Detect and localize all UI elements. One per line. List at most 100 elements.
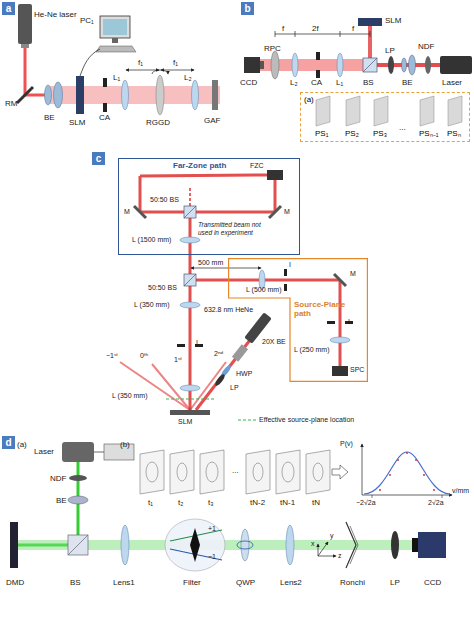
part-label: 20X BE (262, 338, 286, 346)
part-label: 50:50 BS (150, 196, 179, 204)
part-label: tN-2 (250, 498, 265, 507)
panel-letter-text: c (96, 154, 102, 164)
part-label: LP (230, 384, 239, 392)
beam-expander (232, 344, 248, 362)
laser-beam (140, 175, 340, 410)
part-label: LP (385, 46, 395, 55)
probability-plot (362, 444, 452, 498)
part-label: BS (70, 578, 81, 587)
part-label: SLM (385, 16, 401, 25)
part-label: L (500 mm) (246, 286, 282, 294)
aperture (316, 52, 320, 78)
filter (212, 80, 218, 110)
part-label: CA (311, 78, 322, 87)
part-label: Laser (34, 447, 54, 456)
part-label: f (282, 24, 284, 33)
mirror (134, 206, 346, 286)
part-label: RPC (264, 44, 281, 53)
inset-text: (a) (304, 95, 314, 104)
panel-letter-text: d (5, 438, 11, 448)
panel-letter: c (92, 152, 105, 165)
part-label: (b) (120, 440, 130, 449)
part-label: CCD (240, 78, 257, 87)
path-heading: Source-Plane path (294, 300, 364, 318)
part-label: L₁ (113, 73, 120, 82)
flow-arrow (332, 465, 348, 479)
part-label: 2f (312, 24, 319, 33)
quarter-wave-plate (237, 529, 253, 561)
part-label: y (330, 532, 334, 540)
rotating-diffuser (152, 70, 168, 115)
part-label: BE (44, 113, 55, 122)
lens (292, 53, 343, 77)
ronchi-grating (346, 522, 358, 568)
part-label: CCD (424, 578, 441, 587)
beam-splitter (184, 206, 196, 286)
rotating-plate (271, 51, 279, 79)
part-label: DMD (6, 578, 24, 587)
spatial-filter (165, 519, 225, 571)
inset-text: PS₃ (373, 129, 387, 138)
part-label: −2√2a (356, 499, 376, 507)
part-label: LP (390, 578, 400, 587)
slm (358, 18, 382, 26)
part-label: tN-1 (280, 498, 295, 507)
part-label: RGGD (146, 118, 170, 127)
inset-text: PSₙ (447, 129, 461, 138)
part-label: 2ⁿᵈ (214, 350, 223, 358)
camera (267, 170, 348, 376)
part-label: t₂ (178, 498, 183, 507)
laser (440, 56, 472, 74)
legend-text: Effective source-plane location (259, 416, 354, 423)
part-label: L (1500 mm) (132, 236, 171, 244)
part-label: 632.8 nm HeNe (204, 306, 253, 314)
part-label: Transmitted beam not used in experiment (198, 221, 270, 236)
part-label: +1 (208, 525, 216, 533)
part-label: Lens1 (113, 578, 135, 587)
panel-letter: b (241, 2, 254, 15)
part-label: L₂ (290, 78, 298, 87)
panel-letter: d (2, 436, 15, 449)
part-label: He-Ne laser (34, 10, 77, 19)
part-label: NDF (418, 42, 434, 51)
slm (170, 410, 210, 415)
diffraction-orders (120, 362, 226, 410)
part-label: HWP (236, 370, 252, 378)
part-label: NDF (50, 474, 66, 483)
part-label: I (196, 339, 198, 347)
part-label: I (289, 261, 291, 269)
part-label: PC₁ (80, 16, 94, 25)
part-label: BE (56, 496, 67, 505)
part-label: L₁ (336, 78, 343, 87)
inset-text: PS₂ (345, 129, 359, 138)
distance-marks (275, 31, 370, 37)
part-label: M (284, 208, 290, 216)
legend-line-sample (238, 417, 256, 423)
part-label: t₁ (148, 498, 153, 507)
part-label: L (350 mm) (134, 301, 170, 309)
dmd (10, 522, 18, 568)
camera (244, 57, 264, 73)
laser-tube (18, 4, 32, 48)
unused-beam (190, 186, 191, 206)
part-label: BS (363, 78, 374, 87)
part-label: RM (5, 99, 17, 108)
part-label: Lens2 (280, 578, 302, 587)
part-label: 50:50 BS (148, 284, 177, 292)
source-plane-marker (166, 399, 216, 400)
part-label: L (250 mm) (294, 346, 330, 354)
part-label: Ronchi (340, 578, 365, 587)
polarizer (391, 531, 399, 559)
part-label: z (338, 552, 342, 560)
part-label: CA (99, 113, 110, 122)
panel-letter-text: b (244, 4, 250, 14)
computer (80, 16, 136, 76)
path-heading: Far-Zone path (173, 161, 226, 170)
part-label: 1ˢᵗ (174, 356, 182, 364)
part-label: M (124, 208, 130, 216)
lens (180, 237, 350, 391)
part-label: SLM (178, 418, 192, 426)
part-label: x (311, 540, 315, 548)
part-label: FZC (250, 162, 264, 170)
focal-dimension (126, 70, 194, 71)
